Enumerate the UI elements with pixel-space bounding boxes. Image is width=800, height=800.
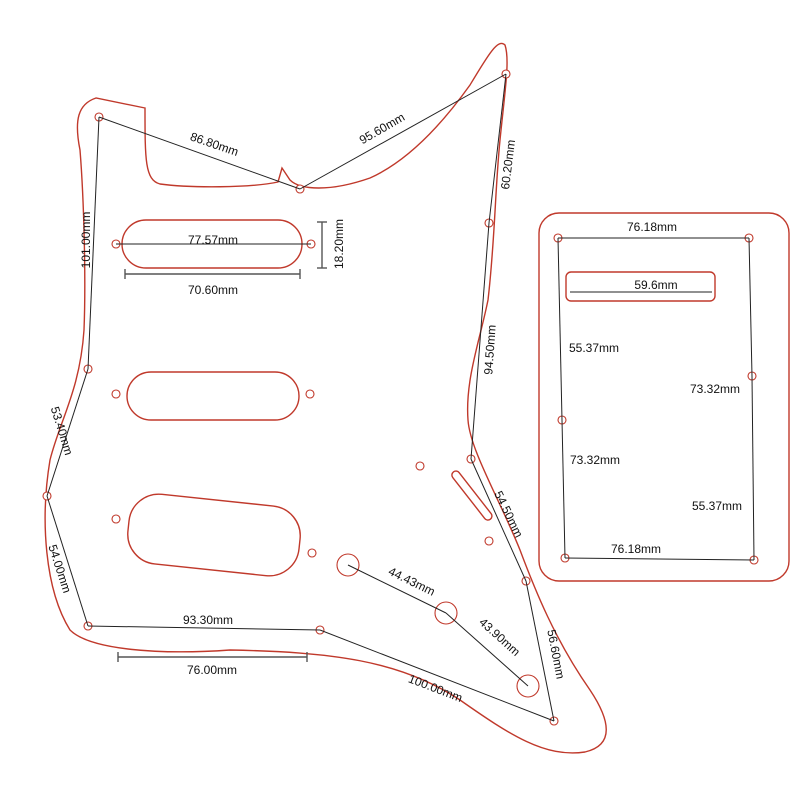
backplate-slot [565,271,716,302]
label-right-middle-edge: 94.50mm [481,324,498,375]
mount-hole [111,389,121,399]
label-notch-to-top-right: 95.60mm [357,110,407,147]
label-bottom-diagonal: 100.00mm [406,672,464,705]
mount-hole [111,514,121,524]
label-knob-spacing-2: 43.90mm [476,615,523,659]
backplate-dimension-lines [557,237,755,561]
pickup-bridge [127,493,301,577]
label-right-lower-edge: 54.50mm [491,489,526,540]
label-right-upper-edge: 60.20mm [498,139,518,190]
label-right-bottom-edge: 56.60mm [544,628,567,680]
pickguard-outline [44,42,607,754]
switch-screw-hole [415,461,425,471]
switch-screw-hole [484,536,494,546]
mount-hole [305,389,315,399]
label-bottom-left-span: 93.30mm [183,613,233,627]
label-backplate-right-lower: 55.37mm [692,499,742,513]
switch-slot [451,470,493,521]
label-backplate-right-upper: 73.32mm [690,382,740,396]
pickguard-dimension-lines [46,73,555,722]
backplate-outline [538,212,790,582]
label-bottom-cutout: 76.00mm [187,663,237,677]
label-backplate-bottom-width: 76.18mm [611,542,661,556]
label-pickup-height: 18.20mm [332,219,346,269]
label-left-upper-edge: 101.00mm [79,212,93,269]
label-backplate-left-upper: 55.37mm [569,341,619,355]
mount-hole [307,548,317,558]
pickup-middle [126,371,300,421]
label-pickup-outer-length: 70.60mm [188,283,238,297]
label-backplate-top-width: 76.18mm [627,220,677,234]
label-pickup-inner-length: 77.57mm [188,233,238,247]
label-knob-spacing-1: 44.43mm [386,564,437,599]
label-backplate-left-lower: 73.32mm [570,453,620,467]
label-backplate-slot-width: 59.6mm [634,278,677,292]
label-left-middle-edge: 53.40mm [48,405,76,457]
label-top-left-to-notch: 86.80mm [188,129,240,159]
